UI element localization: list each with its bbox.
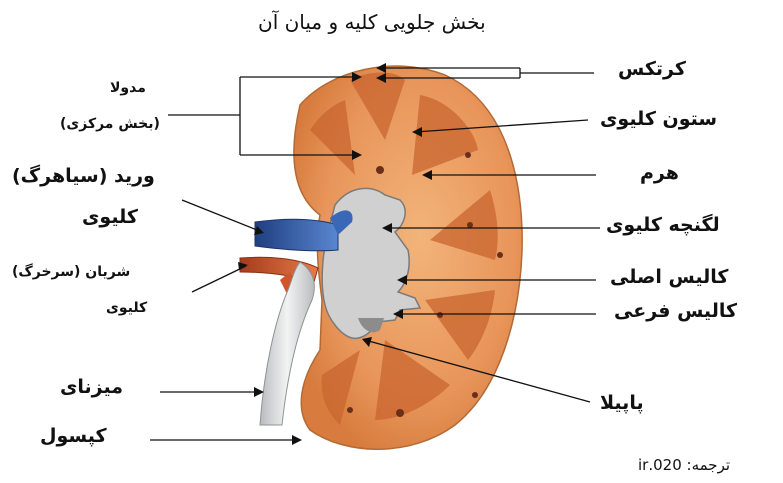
- translation-credit: ترجمه: 020.ir: [638, 456, 730, 474]
- renal-vein: [255, 219, 338, 250]
- label-cortex: کرتکس: [618, 58, 686, 80]
- diagram-title: بخش جلویی کلیه و میان آن: [258, 10, 486, 34]
- label-renal-artery-line1: شریان (سرخرگ): [12, 264, 130, 280]
- label-pyramid: هرم: [640, 162, 679, 184]
- label-capsule: کپسول: [40, 425, 107, 447]
- label-renal-artery-line2: کلیوی: [106, 300, 147, 316]
- label-papilla: پاپیلا: [600, 392, 644, 414]
- label-minor-calyx: کالیس فرعی: [614, 300, 737, 322]
- label-renal-vein-line1: ورید (سیاهرگ): [12, 165, 155, 187]
- label-medulla-sub: (بخش مرکزی): [60, 116, 160, 132]
- label-renal-vein-line2: کلیوی: [82, 206, 138, 228]
- label-medulla: مدولا: [110, 80, 146, 96]
- label-renal-column: ستون کلیوی: [600, 108, 717, 130]
- label-major-calyx: کالیس اصلی: [610, 266, 728, 288]
- label-ureter: میزنای: [60, 376, 123, 398]
- label-renal-pelvis: لگنچه کلیوی: [606, 214, 720, 236]
